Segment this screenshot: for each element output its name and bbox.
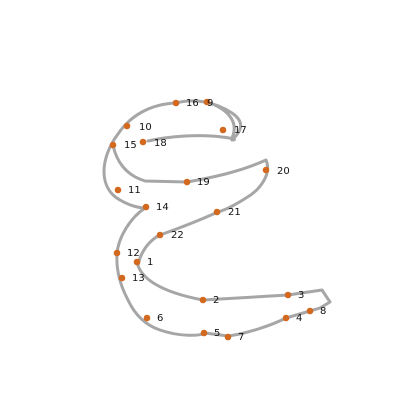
point-label-6: 6 [157, 313, 163, 324]
point-label-17: 17 [234, 125, 247, 136]
point-label-19: 19 [197, 177, 210, 188]
point-marker-8 [306, 307, 314, 315]
point-marker-2 [199, 296, 207, 304]
point-label-20: 20 [277, 166, 290, 177]
point-label-7: 7 [238, 332, 244, 343]
point-marker-16 [172, 99, 180, 107]
point-marker-17 [219, 126, 227, 134]
inner-stroke [111, 134, 332, 310]
point-label-8: 8 [320, 306, 326, 317]
point-label-21: 21 [228, 207, 241, 218]
point-marker-5 [200, 329, 208, 337]
point-marker-3 [284, 291, 292, 299]
point-marker-13 [118, 274, 126, 282]
point-marker-7 [224, 333, 232, 341]
point-label-22: 22 [171, 230, 184, 241]
point-label-5: 5 [214, 328, 220, 339]
point-label-12: 12 [127, 248, 140, 259]
point-marker-22 [156, 231, 164, 239]
point-marker-6 [143, 314, 151, 322]
point-marker-9 [203, 98, 211, 106]
point-marker-18 [139, 138, 147, 146]
point-label-11: 11 [128, 185, 141, 196]
point-marker-11 [114, 186, 122, 194]
point-marker-19 [183, 178, 191, 186]
point-label-18: 18 [154, 138, 167, 149]
point-label-2: 2 [213, 295, 219, 306]
point-label-10: 10 [139, 122, 152, 133]
point-marker-1 [133, 258, 141, 266]
point-marker-10 [123, 122, 131, 130]
point-label-9: 9 [207, 98, 213, 109]
point-label-1: 1 [147, 257, 153, 268]
point-label-15: 15 [124, 140, 137, 151]
point-label-16: 16 [186, 98, 199, 109]
point-marker-21 [213, 208, 221, 216]
point-label-13: 13 [132, 273, 145, 284]
point-label-4: 4 [296, 313, 302, 324]
point-marker-20 [262, 166, 270, 174]
point-marker-14 [142, 203, 150, 211]
point-label-3: 3 [298, 290, 304, 301]
point-marker-12 [113, 249, 121, 257]
point-marker-4 [282, 314, 290, 322]
point-label-14: 14 [156, 202, 169, 213]
point-marker-15 [109, 141, 117, 149]
